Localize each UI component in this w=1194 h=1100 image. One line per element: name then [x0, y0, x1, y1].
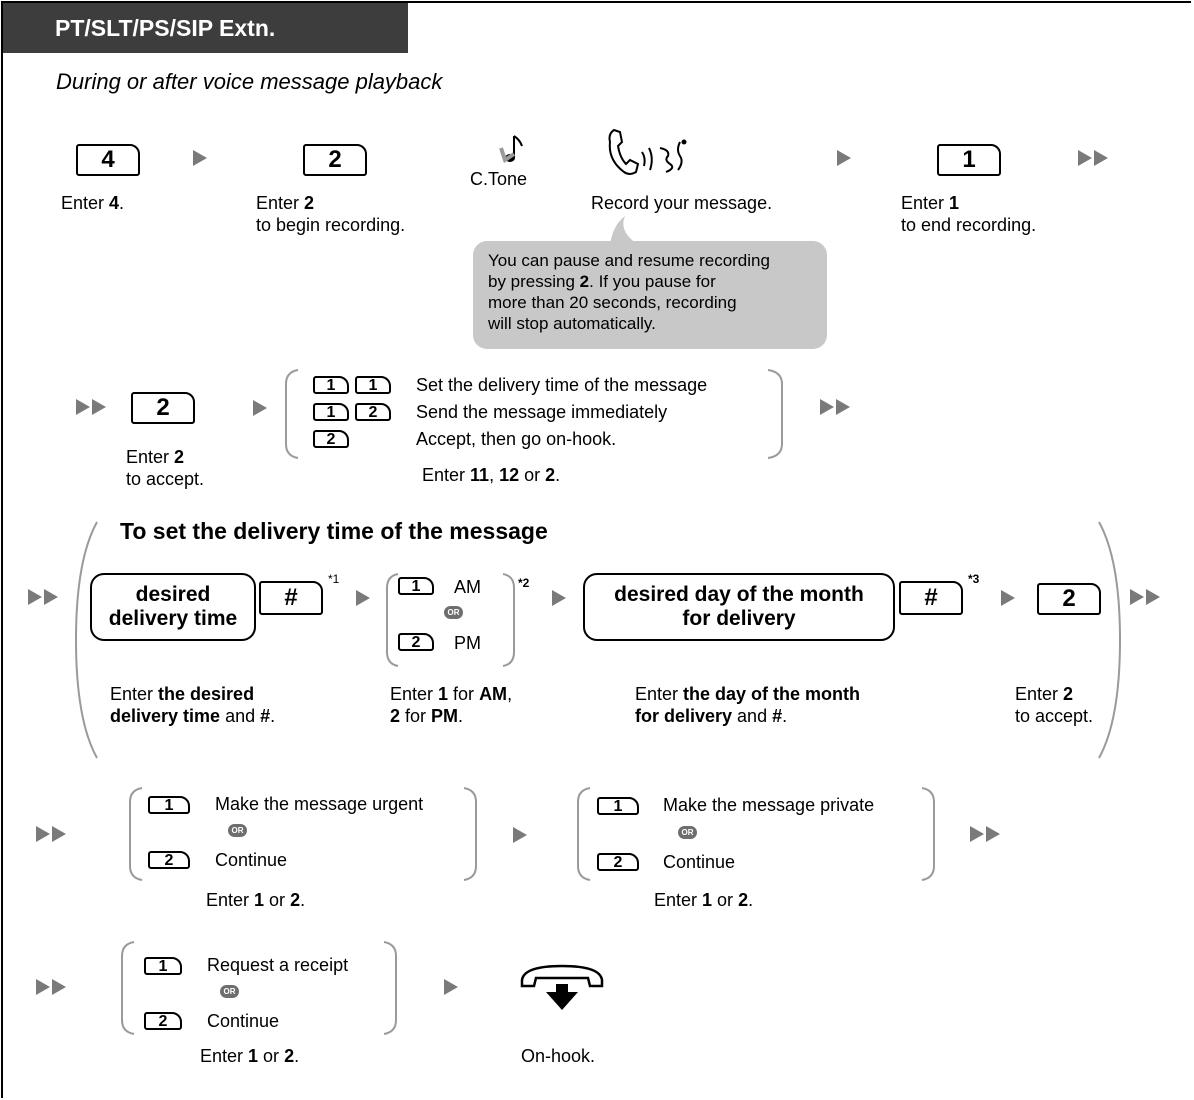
- label-enter-1-end: Enter 1 to end recording.: [901, 193, 1037, 235]
- key-2: 2: [303, 144, 367, 176]
- receipt-key-1: 1: [144, 957, 182, 975]
- handset-speech-icon: [608, 128, 687, 175]
- hash-key-day: #: [899, 581, 963, 615]
- double-arrow-icon: [36, 826, 50, 842]
- key-4: 4: [76, 144, 140, 176]
- or-badge: OR: [228, 824, 247, 837]
- label-enter-4: Enter 4.: [61, 193, 125, 213]
- double-arrow-icon: [28, 589, 42, 605]
- urgent-key-1: 1: [148, 796, 190, 814]
- urgent-label: Enter 1 or 2.: [206, 890, 306, 910]
- arrow-icon: [193, 150, 207, 166]
- pause-note-callout: You can pause and resume recording by pr…: [473, 241, 827, 349]
- double-arrow-icon: [1130, 589, 1144, 605]
- receipt-label: Enter 1 or 2.: [200, 1046, 300, 1066]
- option-key: 1: [313, 376, 349, 394]
- hash-key: #: [259, 581, 323, 615]
- private-continue: Continue: [663, 852, 736, 872]
- option-key: 2: [355, 403, 391, 421]
- delivery-heading: To set the delivery time of the message: [120, 518, 548, 544]
- arrow-icon: [253, 400, 267, 416]
- label-enter-2-accept-delivery: Enter 2 to accept.: [1015, 684, 1094, 726]
- label-enter-2-begin: Enter 2 to begin recording.: [256, 193, 406, 235]
- arrow-icon: [552, 590, 566, 606]
- label-enter-11-12-2: Enter 11, 12 or 2.: [422, 465, 561, 485]
- option-text: Accept, then go on-hook.: [416, 429, 617, 449]
- label-enter-2-accept: Enter 2 to accept.: [126, 447, 205, 489]
- label-enter-time: Enter the desired delivery time and #.: [110, 684, 276, 726]
- arrow-icon: [513, 827, 527, 843]
- double-arrow-icon: [52, 979, 66, 995]
- tone-label: C.Tone: [470, 169, 528, 189]
- option-key: 1: [313, 403, 349, 421]
- subtitle: During or after voice message playback: [56, 69, 443, 94]
- urgent-text: Make the message urgent: [215, 794, 424, 814]
- double-arrow-icon: [970, 826, 984, 842]
- private-text: Make the message private: [663, 795, 875, 815]
- or-badge: OR: [444, 606, 463, 619]
- option-key: 1: [355, 376, 391, 394]
- double-arrow-icon: [1146, 589, 1160, 605]
- private-key-1: 1: [597, 797, 639, 815]
- pm-text: PM: [454, 633, 481, 653]
- am-text: AM: [454, 577, 481, 597]
- option-text: Set the delivery time of the message: [416, 375, 708, 395]
- arrow-icon: [444, 979, 458, 995]
- double-arrow-icon: [1094, 150, 1108, 166]
- key-2-accept: 2: [131, 392, 195, 424]
- record-label: Record your message.: [591, 193, 773, 213]
- label-enter-day: Enter the day of the month for delivery …: [635, 684, 861, 726]
- page-title: PT/SLT/PS/SIP Extn.: [3, 3, 408, 53]
- receipt-key-2: 2: [144, 1012, 182, 1030]
- or-badge: OR: [220, 985, 239, 998]
- receipt-continue: Continue: [207, 1011, 280, 1031]
- key-1: 1: [937, 144, 1001, 176]
- pm-key: 2: [398, 633, 434, 651]
- on-hook-label: On-hook.: [521, 1046, 596, 1066]
- double-arrow-icon: [1078, 150, 1092, 166]
- double-arrow-icon: [36, 979, 50, 995]
- accept-key: 2: [1037, 583, 1101, 615]
- double-arrow-icon: [92, 399, 106, 415]
- callout-tail: [610, 216, 640, 246]
- urgent-key-2: 2: [148, 851, 190, 869]
- private-label: Enter 1 or 2.: [654, 890, 754, 910]
- double-arrow-icon: [52, 826, 66, 842]
- double-arrow-icon: [836, 399, 850, 415]
- arrow-icon: [837, 150, 851, 166]
- or-badge: OR: [678, 826, 697, 839]
- option-text: Send the message immediately: [416, 402, 668, 422]
- label-enter-ampm: Enter 1 for AM, 2 for PM.: [390, 684, 513, 726]
- option-key: 2: [313, 430, 349, 448]
- double-arrow-icon: [986, 826, 1000, 842]
- am-key: 1: [398, 577, 434, 595]
- footnote-2: *2: [518, 576, 530, 590]
- footnote-3: *3: [968, 572, 980, 586]
- double-arrow-icon: [44, 589, 58, 605]
- footnote-1: *1: [328, 572, 340, 586]
- arrow-icon: [1001, 590, 1015, 606]
- private-key-2: 2: [597, 853, 639, 871]
- on-hook-icon: [520, 964, 604, 1010]
- double-arrow-icon: [820, 399, 834, 415]
- urgent-continue: Continue: [215, 850, 288, 870]
- double-arrow-icon: [76, 399, 90, 415]
- arrow-icon: [356, 590, 370, 606]
- receipt-text: Request a receipt: [207, 955, 349, 975]
